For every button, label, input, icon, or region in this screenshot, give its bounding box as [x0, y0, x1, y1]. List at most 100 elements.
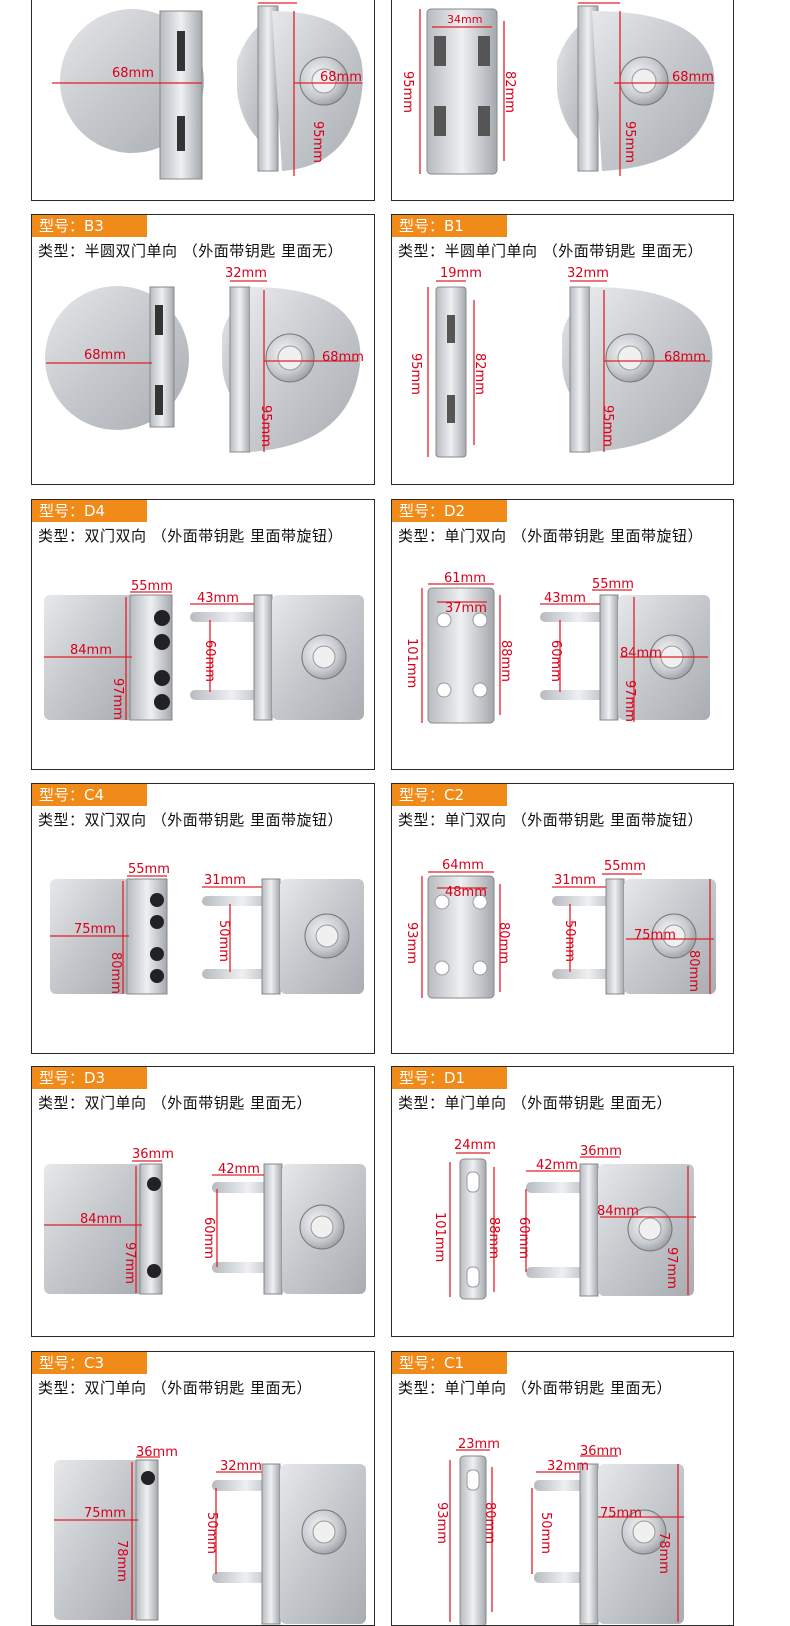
- type-label: 类型：半圆双门单向 （外面带钥匙 里面无）: [38, 242, 344, 260]
- dim-d: 88mm: [498, 640, 513, 682]
- dim-g: 84mm: [597, 1204, 639, 1219]
- dim-e: 50mm: [216, 920, 231, 962]
- dim-a: 32mm: [225, 266, 267, 281]
- card-c2: 型号：C2 类型：单门双向 （外面带钥匙 里面带旋钮） 64mm 48mm 93…: [391, 783, 734, 1054]
- dim-height-right: 95mm: [622, 121, 637, 163]
- model-badge: 型号：C4: [32, 784, 147, 806]
- dim-i: 97mm: [622, 680, 637, 722]
- dim-d: 32mm: [220, 1459, 262, 1474]
- card-b1: 型号：B1 类型：半圆单门单向 （外面带钥匙 里面无） 19mm 95mm 82…: [391, 214, 734, 485]
- dim-plate-height: 95mm: [400, 71, 415, 113]
- dim-width-top-left: 47mm: [262, 0, 304, 4]
- dim-c: 97mm: [110, 678, 125, 720]
- card-c1: 型号：C1 类型：单门单向 （外面带钥匙 里面无） 23mm 93mm 80mm…: [391, 1351, 734, 1626]
- lock-diagram-d3: 36mm 84mm 97mm 42mm 60mm: [44, 1147, 366, 1295]
- dim-a: 61mm: [444, 571, 486, 586]
- card-d2: 型号：D2 类型：单门双向 （外面带钥匙 里面带旋钮） 61mm 37mm 10…: [391, 499, 734, 770]
- type-label: 类型：单门单向 （外面带钥匙 里面无）: [398, 1094, 673, 1112]
- dim-b: 68mm: [84, 348, 126, 363]
- dim-h: 75mm: [634, 928, 676, 943]
- type-label: 类型：单门单向 （外面带钥匙 里面无）: [398, 1379, 673, 1397]
- dim-plate-inner-top: 34mm: [447, 13, 482, 26]
- dim-f: 55mm: [604, 859, 646, 874]
- dim-plate-inner-height: 82mm: [502, 71, 517, 113]
- dim-c: 93mm: [404, 922, 419, 964]
- card-d1: 型号：D1 类型：单门单向 （外面带钥匙 里面无） 24mm 101mm 88m…: [391, 1066, 734, 1337]
- type-label: 类型：单门双向 （外面带钥匙 里面带旋钮）: [398, 527, 704, 545]
- lock-diagram-d4: 55mm 84mm 97mm 43mm 60mm: [44, 579, 364, 721]
- model-badge: 型号：D3: [32, 1067, 147, 1089]
- lock-diagram-top-right: 34mm 95mm 82mm 47mm 68mm 95mm: [400, 0, 715, 176]
- model-badge: 型号：C2: [392, 784, 507, 806]
- dim-a: 55mm: [128, 862, 170, 877]
- dim-i: 80mm: [686, 950, 701, 992]
- dim-e: 31mm: [554, 873, 596, 888]
- dim-height-left: 95mm: [310, 121, 325, 163]
- dim-b: 75mm: [84, 1506, 126, 1521]
- dim-c: 88mm: [486, 1217, 501, 1259]
- type-label: 类型：半圆单门单向 （外面带钥匙 里面无）: [398, 242, 704, 260]
- dim-h: 97mm: [664, 1247, 679, 1289]
- lock-diagram-d2: 61mm 37mm 101mm 88mm 43mm 55mm 60mm 84mm…: [404, 571, 710, 724]
- card-d4: 型号：D4 类型：双门双向 （外面带钥匙 里面带旋钮） 55mm 84mm 97…: [31, 499, 375, 770]
- dim-e: 36mm: [580, 1444, 622, 1459]
- dim-latch-right: 68mm: [672, 70, 714, 85]
- dim-b: 101mm: [432, 1212, 447, 1262]
- type-label: 类型：双门单向 （外面带钥匙 里面无）: [38, 1379, 313, 1397]
- dim-e: 68mm: [664, 350, 706, 365]
- model-badge: 型号：B3: [32, 215, 147, 237]
- dim-d: 42mm: [218, 1162, 260, 1177]
- dim-b: 48mm: [445, 885, 487, 900]
- dim-d: 43mm: [197, 591, 239, 606]
- dim-h: 78mm: [656, 1532, 671, 1574]
- lock-diagram-b1: 19mm 95mm 82mm 32mm 68mm 95mm: [408, 266, 713, 458]
- dim-g: 75mm: [600, 1506, 642, 1521]
- lock-diagram-c3: 36mm 75mm 78mm 32mm 50mm: [54, 1445, 366, 1625]
- dim-f: 50mm: [538, 1512, 553, 1554]
- model-badge: 型号：D1: [392, 1067, 507, 1089]
- model-badge: 型号：D4: [32, 500, 147, 522]
- type-label: 类型：双门双向 （外面带钥匙 里面带旋钮）: [38, 811, 344, 829]
- dim-a: 36mm: [136, 1445, 178, 1460]
- lock-diagram-b3: 68mm 32mm 68mm 95mm: [45, 266, 364, 453]
- lock-diagram-top-left: 68mm 47mm 68mm 95mm: [52, 0, 363, 180]
- dim-b: 37mm: [445, 601, 487, 616]
- card-c3: 型号：C3 类型：双门单向 （外面带钥匙 里面无） 36mm 75mm 78mm…: [31, 1351, 375, 1626]
- card-c4: 型号：C4 类型：双门双向 （外面带钥匙 里面带旋钮） 55mm 75mm 80…: [31, 783, 375, 1054]
- dim-b: 95mm: [408, 353, 423, 395]
- dim-f: 60mm: [516, 1217, 531, 1259]
- model-badge: 型号：D2: [392, 500, 507, 522]
- dim-c: 97mm: [122, 1242, 137, 1284]
- dim-c: 78mm: [114, 1540, 129, 1582]
- lock-diagram-c1: 23mm 93mm 80mm 32mm 36mm 50mm 75mm 78mm: [434, 1437, 684, 1625]
- type-label: 类型：单门双向 （外面带钥匙 里面带旋钮）: [398, 811, 704, 829]
- card-top-left: 68mm 47mm 68mm 95mm: [31, 0, 375, 201]
- dim-e: 60mm: [202, 640, 217, 682]
- dim-d: 31mm: [204, 873, 246, 888]
- dim-e: 43mm: [544, 591, 586, 606]
- dim-a: 23mm: [458, 1437, 500, 1452]
- dim-width-top-right: 47mm: [582, 0, 624, 4]
- dim-a: 24mm: [454, 1138, 496, 1153]
- dim-c: 80mm: [482, 1502, 497, 1544]
- dim-e: 50mm: [204, 1512, 219, 1554]
- dim-c: 101mm: [404, 638, 419, 688]
- card-top-right: 34mm 95mm 82mm 47mm 68mm 95mm: [391, 0, 734, 201]
- dim-b: 84mm: [70, 643, 112, 658]
- dim-c: 80mm: [108, 952, 123, 994]
- model-badge: 型号：B1: [392, 215, 507, 237]
- dim-f: 95mm: [600, 405, 615, 447]
- dim-d: 42mm: [536, 1158, 578, 1173]
- dim-b: 75mm: [74, 922, 116, 937]
- dim-g: 60mm: [548, 640, 563, 682]
- dim-latch-left: 68mm: [320, 70, 362, 85]
- dim-d: 80mm: [496, 922, 511, 964]
- dim-e: 60mm: [201, 1217, 216, 1259]
- dim-c: 82mm: [472, 353, 487, 395]
- dim-b: 93mm: [434, 1502, 449, 1544]
- dim-e: 36mm: [580, 1144, 622, 1159]
- dim-f: 55mm: [592, 577, 634, 592]
- type-label: 类型：双门双向 （外面带钥匙 里面带旋钮）: [38, 527, 344, 545]
- dim-diameter-left: 68mm: [112, 66, 154, 81]
- dim-d: 95mm: [258, 405, 273, 447]
